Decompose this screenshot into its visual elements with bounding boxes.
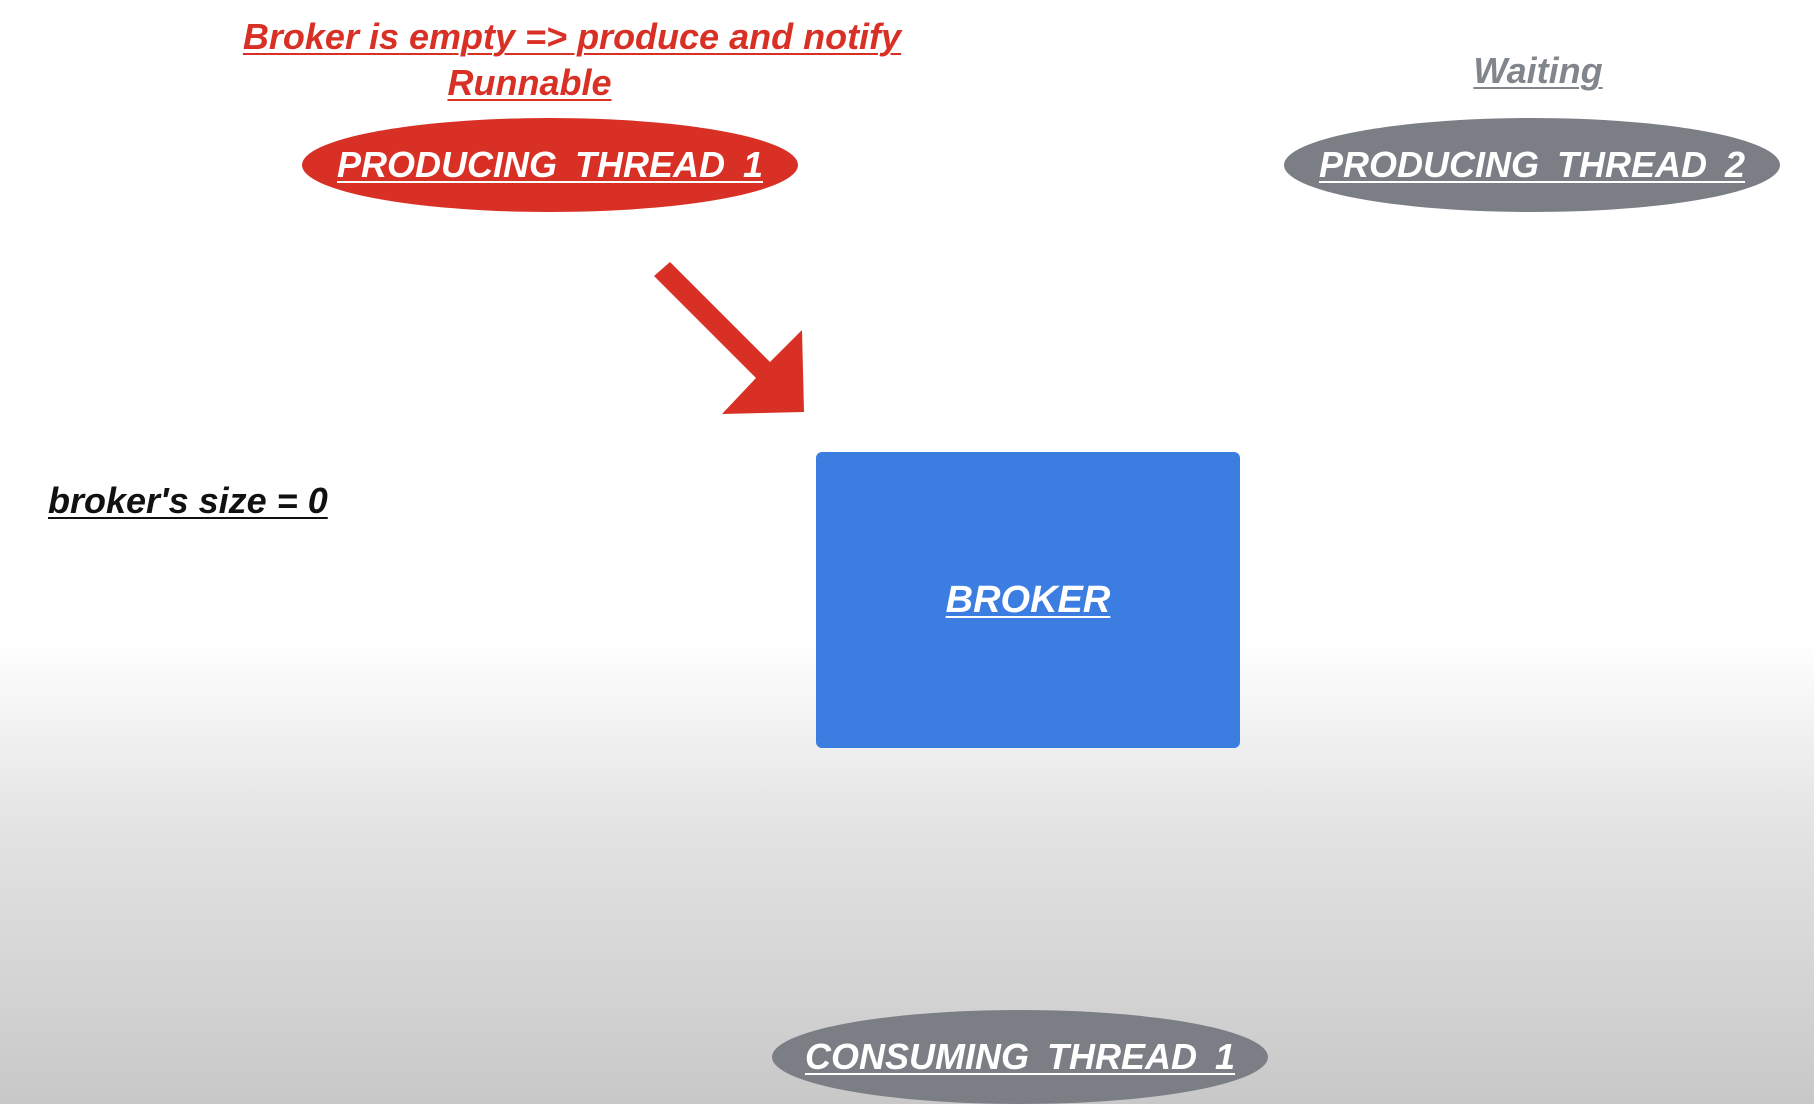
waiting-label: Waiting [1473, 50, 1603, 91]
status-line-1: Broker is empty => produce and notify [242, 16, 902, 57]
consuming-thread-1-node: CONSUMING THREAD 1 [772, 1010, 1268, 1104]
producing-thread-2-node: PRODUCING THREAD 2 [1284, 118, 1780, 212]
broker-label: BROKER [945, 578, 1111, 621]
diagonal-arrow-down-right-icon [654, 262, 804, 414]
producing-thread-1-node: PRODUCING THREAD 1 [302, 118, 798, 212]
broker-box: BROKER [816, 452, 1240, 748]
status-line-2: Runnable [447, 62, 612, 103]
broker-size-label: broker's size = 0 [48, 480, 328, 521]
